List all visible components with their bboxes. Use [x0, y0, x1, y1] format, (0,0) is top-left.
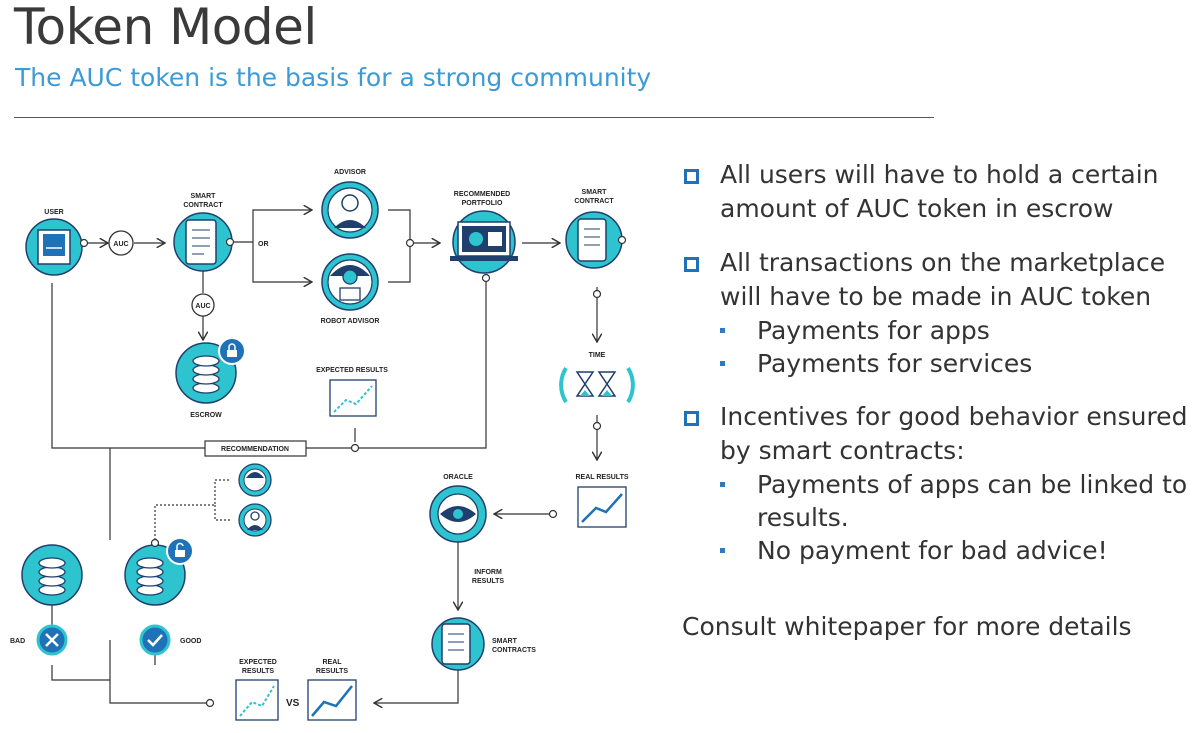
sub-bullet-icon [720, 482, 725, 487]
sub-bullet-text: No payment for bad advice! [757, 536, 1108, 565]
sub-bullet-item: Payments for apps [682, 314, 1197, 347]
smart-contracts-3-node: SMART CONTRACTS [431, 617, 536, 671]
sub-bullet-text: Payments for apps [757, 316, 990, 345]
token-flow-diagram: USER AUC SMART CONTRACT OR ADVISOR [10, 169, 635, 721]
square-bullet-icon [684, 257, 699, 272]
expected-results-node: EXPECTED RESULTS [316, 367, 388, 453]
bullet-item: Incentives for good behavior ensured by … [682, 400, 1197, 567]
auc-label: AUC [113, 241, 128, 248]
sub-bullet-item: Payments for services [682, 347, 1197, 380]
bullet-item: All users will have to hold a certain am… [682, 158, 1197, 226]
or-label: OR [258, 241, 269, 248]
svg-text:ORACLE: ORACLE [443, 474, 473, 481]
title-divider [14, 117, 934, 118]
sub-bullet-text: Payments for services [757, 349, 1033, 378]
sub-bullet-icon [720, 328, 725, 333]
svg-text:EXPECTED RESULTS: EXPECTED RESULTS [316, 367, 388, 374]
recommendation-box: RECOMMENDATION [204, 440, 307, 457]
user-node: USER [25, 209, 89, 276]
smart-contract-node: SMART CONTRACT [173, 193, 235, 272]
oracle-node: ORACLE INFORM RESULTS [429, 474, 504, 585]
user-label: USER [44, 209, 63, 216]
svg-text:RECOMMENDATION: RECOMMENDATION [221, 446, 289, 453]
svg-text:TIME: TIME [589, 352, 606, 359]
svg-text:SMART: SMART [582, 189, 608, 196]
svg-text:RECOMMENDED: RECOMMENDED [454, 191, 510, 198]
good-label: GOOD [180, 638, 201, 645]
square-bullet-icon [684, 411, 699, 426]
auc-escrow-token: AUC [191, 293, 215, 317]
smart-contract-2-node: SMART CONTRACT [565, 189, 627, 299]
sub-bullet-item: Payments of apps can be linked to result… [682, 468, 1197, 534]
svg-text:CONTRACT: CONTRACT [574, 198, 614, 205]
bullet-item: All transactions on the marketplace will… [682, 246, 1197, 380]
svg-text:AUC: AUC [195, 303, 210, 310]
good-escrow-stack [124, 537, 194, 606]
good-check-icon: GOOD [139, 624, 201, 656]
page-title: Token Model [14, 0, 317, 56]
recommended-portfolio-node: RECOMMENDED PORTFOLIO [450, 191, 518, 283]
page-subtitle: The AUC token is the basis for a strong … [15, 63, 652, 92]
svg-text:CONTRACTS: CONTRACTS [492, 647, 536, 654]
svg-text:ESCROW: ESCROW [190, 412, 222, 419]
consult-note: Consult whitepaper for more details [682, 612, 1132, 641]
svg-text:SMART: SMART [191, 193, 217, 200]
svg-text:ADVISOR: ADVISOR [334, 169, 366, 176]
real-results-node: REAL RESULTS [548, 474, 629, 528]
bullet-text: All users will have to hold a certain am… [720, 160, 1159, 223]
svg-text:REAL RESULTS: REAL RESULTS [575, 474, 628, 481]
svg-text:ROBOT ADVISOR: ROBOT ADVISOR [321, 318, 380, 325]
escrow-node: ESCROW [175, 337, 246, 419]
square-bullet-icon [684, 169, 699, 184]
expected-vs-real: EXPECTED RESULTS VS REAL RESULTS [205, 659, 357, 721]
svg-text:RESULTS: RESULTS [242, 668, 274, 675]
bullet-text: Incentives for good behavior ensured by … [720, 402, 1188, 465]
bad-label: BAD [10, 638, 25, 645]
vs-label: VS [286, 698, 300, 709]
time-node: TIME [559, 352, 635, 431]
robot-advisor-mini [238, 463, 272, 497]
bad-x-icon: BAD [10, 624, 68, 656]
robot-advisor-node: ROBOT ADVISOR [321, 253, 380, 325]
svg-text:SMART: SMART [492, 638, 518, 645]
auc-token-node: AUC [108, 230, 134, 256]
svg-text:RESULTS: RESULTS [316, 668, 348, 675]
bullet-text: All transactions on the marketplace will… [720, 248, 1166, 311]
svg-text:RESULTS: RESULTS [472, 578, 504, 585]
svg-text:INFORM: INFORM [474, 569, 502, 576]
advisor-node: ADVISOR [321, 169, 379, 239]
sub-bullet-item: No payment for bad advice! [682, 534, 1197, 567]
advisor-mini [238, 503, 272, 537]
bad-escrow-stack [21, 544, 83, 606]
svg-text:REAL: REAL [322, 659, 342, 666]
svg-text:CONTRACT: CONTRACT [183, 202, 223, 209]
svg-text:PORTFOLIO: PORTFOLIO [462, 200, 503, 207]
bullet-list: All users will have to hold a certain am… [682, 158, 1197, 587]
svg-text:EXPECTED: EXPECTED [239, 659, 277, 666]
sub-bullet-text: Payments of apps can be linked to result… [757, 470, 1188, 532]
sub-bullet-icon [720, 548, 725, 553]
sub-bullet-icon [720, 361, 725, 366]
